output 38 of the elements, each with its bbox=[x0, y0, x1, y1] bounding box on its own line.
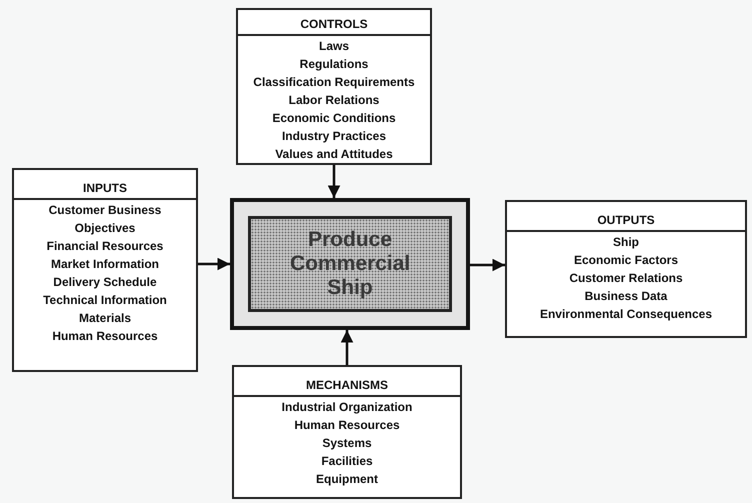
list-item: Business Data bbox=[584, 288, 668, 305]
list-item: Environmental Consequences bbox=[540, 306, 712, 323]
box-heading: MECHANISMS bbox=[306, 378, 388, 392]
process-label: Produce Commercial Ship bbox=[290, 228, 410, 300]
list-item: Classification Requirements bbox=[253, 74, 415, 91]
list-item: Economic Factors bbox=[574, 252, 678, 269]
list-item: Laws bbox=[318, 38, 349, 55]
list-item: Delivery Schedule bbox=[53, 274, 157, 291]
list-box bbox=[12, 168, 198, 372]
box-heading: INPUTS bbox=[82, 181, 127, 195]
list-item: Values and Attitudes bbox=[275, 146, 393, 163]
arrow bbox=[340, 330, 354, 365]
list-item: Customer Business Objectives bbox=[48, 202, 162, 237]
list-item: Ship bbox=[613, 234, 639, 251]
list-item: Materials bbox=[78, 310, 132, 327]
arrow bbox=[198, 258, 230, 270]
list-item: Human Resources bbox=[294, 417, 400, 434]
arrow bbox=[470, 258, 505, 272]
list-item: Facilities bbox=[321, 453, 373, 470]
list-item: Market Information bbox=[50, 256, 159, 273]
list-item: Regulations bbox=[300, 56, 368, 73]
list-box bbox=[232, 365, 462, 499]
list-item: Financial Resources bbox=[46, 238, 164, 255]
list-item: Human Resources bbox=[52, 328, 158, 345]
box-heading: OUTPUTS bbox=[597, 213, 655, 227]
box-heading: CONTROLS bbox=[300, 17, 368, 31]
list-box bbox=[236, 8, 432, 165]
list-box bbox=[505, 200, 747, 338]
list-item: Economic Conditions bbox=[272, 110, 396, 127]
list-item: Systems bbox=[322, 435, 372, 452]
arrow bbox=[328, 165, 340, 198]
process-box bbox=[230, 198, 470, 330]
list-item: Industrial Organization bbox=[282, 399, 412, 416]
list-item: Equipment bbox=[316, 471, 378, 488]
list-item: Industry Practices bbox=[282, 128, 386, 145]
list-item: Technical Information bbox=[43, 292, 167, 309]
list-item: Customer Relations bbox=[569, 270, 683, 287]
list-item: Labor Relations bbox=[288, 92, 380, 109]
